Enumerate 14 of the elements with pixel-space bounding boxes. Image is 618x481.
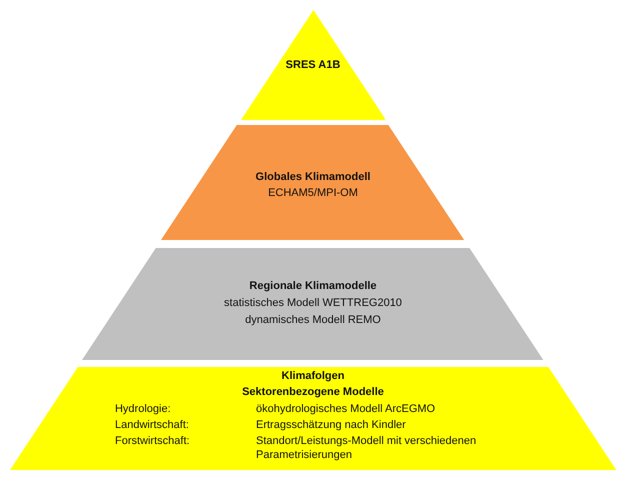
layer-text: statistisches Modell WETTREG2010	[224, 296, 402, 310]
layer-heading: Klimafolgen	[282, 369, 344, 383]
layer-text: Forstwirtschaft:	[114, 434, 190, 448]
layer-heading: SRES A1B	[286, 58, 340, 72]
layer-text: dynamisches Modell REMO	[245, 313, 381, 327]
layer-text: ECHAM5/MPI-OM	[268, 186, 358, 200]
layer-text: Landwirtschaft:	[114, 418, 189, 432]
layer-heading: Regionale Klimamodelle	[249, 279, 377, 293]
layer-heading: Globales Klimamodell	[256, 170, 370, 184]
layer-text: Hydrologie:	[114, 402, 171, 416]
layer-text: ökohydrologisches Modell ArcEGMO	[256, 402, 436, 416]
layer-heading: Sektorenbezogene Modelle	[242, 385, 384, 399]
layer-text: Standort/Leistungs-Modell mit verschiedenen Parametrisierungen	[256, 434, 478, 462]
layer-text: Ertragsschätzung nach Kindler	[256, 418, 406, 432]
